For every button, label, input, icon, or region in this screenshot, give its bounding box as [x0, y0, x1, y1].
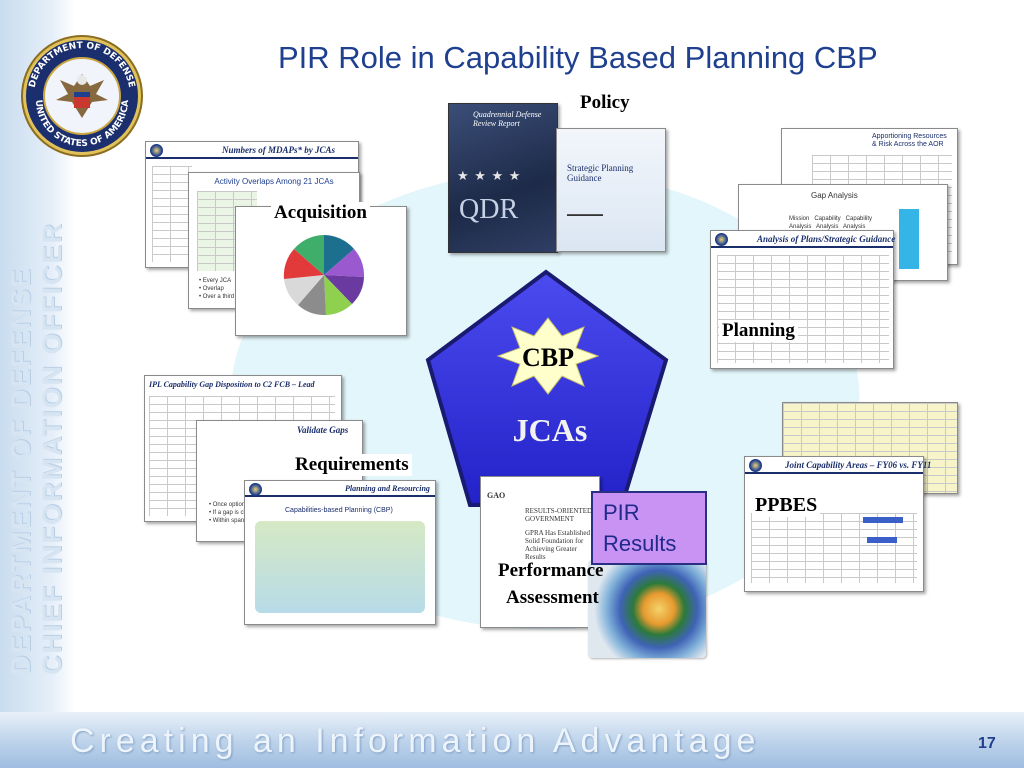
requirements-label: Requirements — [292, 454, 412, 476]
qdr-cover-thumbnail: Quadrennial Defense Review Report ★ ★ ★ … — [448, 103, 558, 253]
gao-label: GAO — [487, 491, 506, 500]
planning-label: Planning — [719, 320, 798, 342]
footer-bar — [0, 712, 1024, 768]
plans-title: Analysis of Plans/Strategic Guidance — [757, 234, 896, 244]
slide-title: PIR Role in Capability Based Planning CB… — [278, 40, 878, 75]
pir-results-line2: Results — [603, 531, 677, 556]
performance-label-line2: Assessment — [506, 587, 599, 608]
gao-title: RESULTS-ORIENTED GOVERNMENT — [525, 507, 593, 523]
pir-results-line1: PIR — [603, 500, 640, 525]
spg-cover-thumbnail: Strategic Planning Guidance ▬▬▬▬▬▬ — [556, 128, 666, 252]
pir-results-box: PIR Results — [591, 491, 707, 565]
acquisition-label: Acquisition — [271, 202, 370, 224]
cbp-star — [496, 317, 600, 395]
jcas-label: JCAs — [513, 412, 588, 448]
planning-resourcing-thumbnail: Planning and Resourcing Capabilities-bas… — [244, 480, 436, 625]
gao-subtitle: GPRA Has Established a Solid Foundation … — [525, 529, 595, 561]
page-number: 17 — [978, 735, 996, 752]
performance-wheel-icon — [588, 560, 706, 658]
jca-pie-icon — [283, 235, 365, 316]
planning-resourcing-title: Planning and Resourcing — [345, 484, 430, 493]
gao-report-thumbnail: GAO RESULTS-ORIENTED GOVERNMENT GPRA Has… — [480, 476, 600, 628]
gap-analysis-title: Gap Analysis — [811, 191, 858, 200]
plans-analysis-thumbnail: Analysis of Plans/Strategic Guidance — [710, 230, 896, 369]
qdr-cover-big: QDR — [459, 194, 519, 225]
policy-label: Policy — [577, 92, 633, 114]
ppbes-label: PPBES — [752, 494, 821, 517]
jca-ppbes-thumbnail: Joint Capability Areas – FY06 vs. FY11 — [744, 456, 931, 592]
performance-label-line1: Performance — [498, 560, 604, 581]
cbp-doc-title: Capabilities-based Planning (CBP) — [285, 507, 393, 514]
apportioning-title: Apportioning Resources & Risk Across the… — [872, 133, 947, 148]
mdap-title: Numbers of MDAPs* by JCAs — [222, 145, 336, 155]
overlap-title: Activity Overlaps Among 21 JCAs — [214, 177, 334, 186]
dod-seal-icon: DEPARTMENT OF DEFENSE UNITED STATES OF A… — [21, 35, 143, 157]
validate-title: Validate Gaps — [297, 425, 349, 435]
ipl-title: IPL Capability Gap Disposition to C2 FCB… — [149, 380, 315, 389]
pie-chart-thumbnail — [235, 206, 407, 336]
footer-tagline: Creating an Information Advantage — [70, 722, 761, 760]
jca-ppbes-title: Joint Capability Areas – FY06 vs. FY11 — [785, 460, 932, 470]
cbp-star-label: CBP — [522, 343, 574, 372]
qdr-cover-title: Quadrennial Defense Review Report — [473, 110, 542, 128]
qdr-star-row: ★ ★ ★ ★ — [457, 168, 522, 183]
spg-title: Strategic Planning Guidance — [567, 163, 634, 183]
